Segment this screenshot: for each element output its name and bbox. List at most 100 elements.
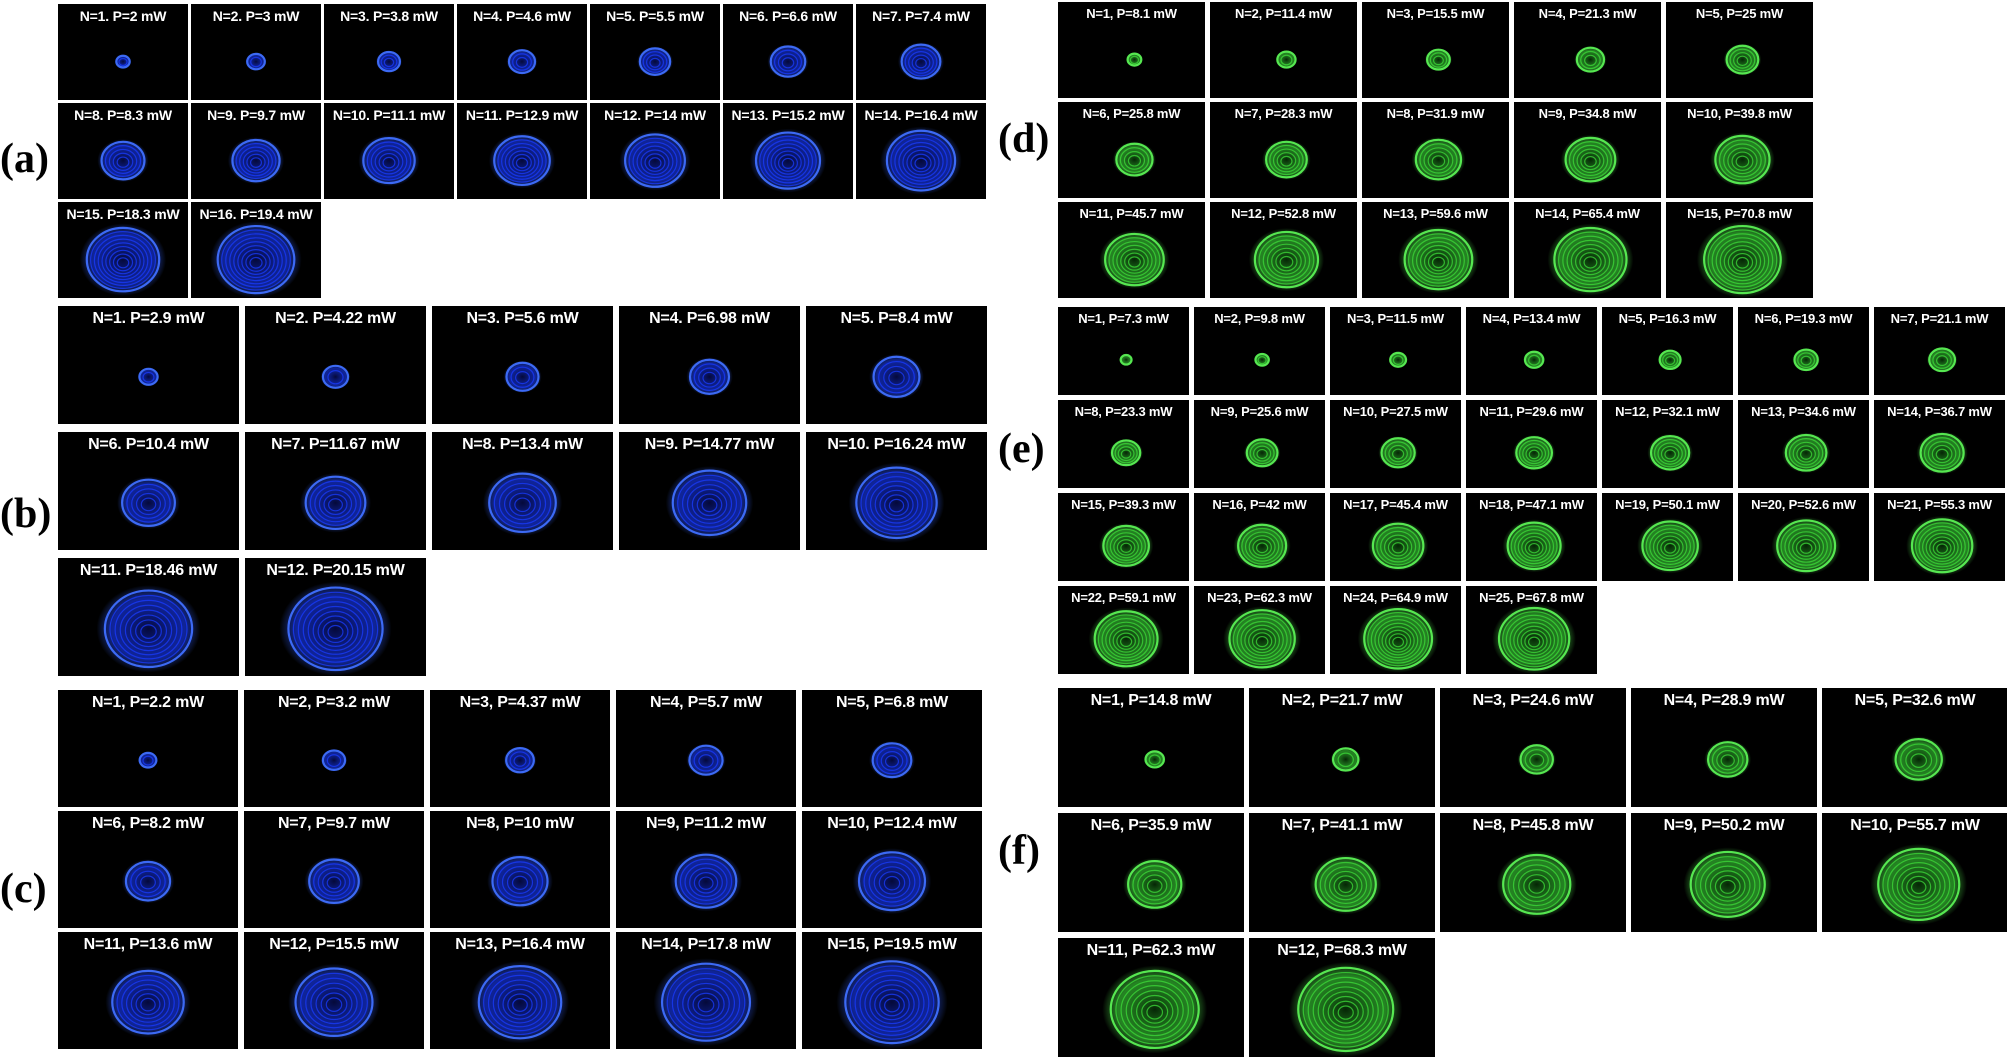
tile-caption: N=7, P=9.7 mW bbox=[277, 815, 391, 832]
ring-pattern bbox=[245, 52, 267, 71]
tile-caption: N=2, P=3.2 mW bbox=[277, 694, 391, 711]
beam-glow bbox=[880, 126, 962, 195]
pattern-tile: N=14. P=16.4 mW bbox=[856, 103, 986, 199]
tile-caption: N=14, P=17.8 mW bbox=[641, 936, 771, 953]
interference-ring bbox=[1799, 542, 1813, 554]
interference-ring bbox=[487, 974, 553, 1032]
pattern-tile: N=13, P=16.4 mW bbox=[430, 932, 610, 1049]
tile-caption: N=10, P=12.4 mW bbox=[827, 815, 957, 832]
ring-pattern bbox=[1502, 519, 1566, 573]
interference-ring bbox=[121, 478, 176, 528]
interference-ring bbox=[1719, 879, 1736, 894]
pattern-tile: N=23, P=62.3 mW bbox=[1194, 586, 1325, 674]
pattern-tile: N=8, P=45.8 mW bbox=[1440, 813, 1626, 932]
tile-caption: N=6. P=6.6 mW bbox=[739, 8, 837, 24]
tile-caption: N=4. P=6.98 mW bbox=[649, 310, 770, 327]
ring-pattern bbox=[669, 850, 743, 912]
interference-ring bbox=[781, 57, 795, 69]
interference-ring bbox=[1580, 50, 1601, 70]
interference-ring bbox=[884, 494, 909, 517]
beam-glow bbox=[279, 581, 392, 676]
interference-ring bbox=[216, 224, 296, 295]
ring-pattern bbox=[1916, 431, 1968, 475]
interference-ring bbox=[1130, 989, 1179, 1033]
interference-ring bbox=[90, 231, 156, 289]
interference-ring bbox=[1910, 518, 1974, 574]
interference-ring bbox=[321, 749, 347, 772]
interference-ring bbox=[492, 979, 548, 1028]
ring-pattern bbox=[115, 54, 131, 69]
interference-ring bbox=[702, 371, 717, 385]
beam-glow bbox=[1502, 519, 1566, 573]
interference-ring bbox=[879, 993, 905, 1017]
interference-ring bbox=[884, 998, 900, 1013]
pattern-tile: N=2. P=3 mW bbox=[191, 4, 321, 100]
interference-ring bbox=[1905, 748, 1933, 773]
interference-ring bbox=[1727, 147, 1758, 175]
pattern-tile: N=20, P=52.6 mW bbox=[1738, 493, 1869, 581]
beam-glow bbox=[1102, 965, 1208, 1054]
tile-caption: N=2. P=4.22 mW bbox=[275, 310, 396, 327]
interference-ring bbox=[894, 137, 948, 185]
interference-ring bbox=[854, 970, 930, 1036]
interference-ring bbox=[362, 137, 416, 185]
beam-glow bbox=[1657, 349, 1683, 371]
tile-caption: N=8. P=13.4 mW bbox=[462, 436, 583, 453]
beam-glow bbox=[245, 52, 267, 71]
pattern-tile: N=4, P=5.7 mW bbox=[616, 690, 796, 807]
tile-caption: N=7, P=21.1 mW bbox=[1890, 311, 1989, 326]
interference-ring bbox=[1120, 248, 1149, 274]
beam-glow bbox=[96, 585, 201, 673]
interference-ring bbox=[124, 609, 173, 652]
interference-ring bbox=[1271, 247, 1302, 275]
interference-ring bbox=[1385, 629, 1412, 653]
interference-ring bbox=[287, 586, 384, 672]
interference-ring bbox=[514, 497, 531, 513]
interference-ring bbox=[507, 993, 533, 1016]
ring-pattern bbox=[686, 357, 733, 397]
ring-pattern bbox=[1696, 221, 1789, 298]
pattern-tile: N=10, P=39.8 mW bbox=[1666, 102, 1813, 198]
interference-ring bbox=[105, 245, 141, 278]
interference-ring bbox=[1132, 865, 1178, 905]
interference-ring bbox=[328, 498, 343, 512]
pattern-tile: N=4. P=4.6 mW bbox=[457, 4, 587, 100]
interference-ring bbox=[648, 157, 662, 169]
interference-ring bbox=[1431, 256, 1446, 269]
interference-ring bbox=[249, 256, 263, 269]
beam-glow bbox=[121, 859, 175, 904]
tile-caption: N=16. P=19.4 mW bbox=[199, 206, 313, 222]
pattern-tile: N=6, P=19.3 mW bbox=[1738, 307, 1869, 395]
interference-ring bbox=[1115, 142, 1154, 177]
interference-ring bbox=[1506, 521, 1562, 571]
interference-ring bbox=[1896, 866, 1941, 906]
interference-ring bbox=[1784, 527, 1828, 566]
interference-ring bbox=[1146, 879, 1163, 893]
interference-ring bbox=[1796, 445, 1816, 463]
ring-pattern bbox=[1248, 228, 1325, 292]
ring-pattern bbox=[1112, 141, 1156, 178]
interference-ring bbox=[1384, 441, 1412, 466]
interference-ring bbox=[1129, 55, 1140, 65]
beam-glow bbox=[619, 130, 691, 191]
tile-caption: N=9, P=50.2 mW bbox=[1663, 817, 1785, 834]
interference-ring bbox=[1927, 441, 1957, 467]
beam-glow bbox=[1517, 743, 1556, 776]
tile-caption: N=6. P=10.4 mW bbox=[88, 436, 209, 453]
interference-ring bbox=[1414, 138, 1463, 181]
ring-pattern bbox=[653, 958, 759, 1047]
interference-ring bbox=[512, 153, 532, 172]
interference-ring bbox=[908, 51, 934, 74]
interference-ring bbox=[1114, 442, 1138, 464]
interference-ring bbox=[505, 361, 540, 392]
interference-ring bbox=[1119, 353, 1133, 366]
tile-caption: N=4, P=5.7 mW bbox=[649, 694, 763, 711]
interference-ring bbox=[1244, 531, 1280, 562]
tile-caption: N=8, P=23.3 mW bbox=[1074, 404, 1173, 419]
pattern-tile: N=12, P=32.1 mW bbox=[1602, 400, 1733, 488]
interference-ring bbox=[1894, 738, 1943, 781]
interference-ring bbox=[1723, 245, 1762, 279]
pattern-tile: N=1, P=8.1 mW bbox=[1058, 2, 1205, 98]
beam-glow bbox=[376, 50, 402, 73]
interference-ring bbox=[1331, 747, 1360, 772]
